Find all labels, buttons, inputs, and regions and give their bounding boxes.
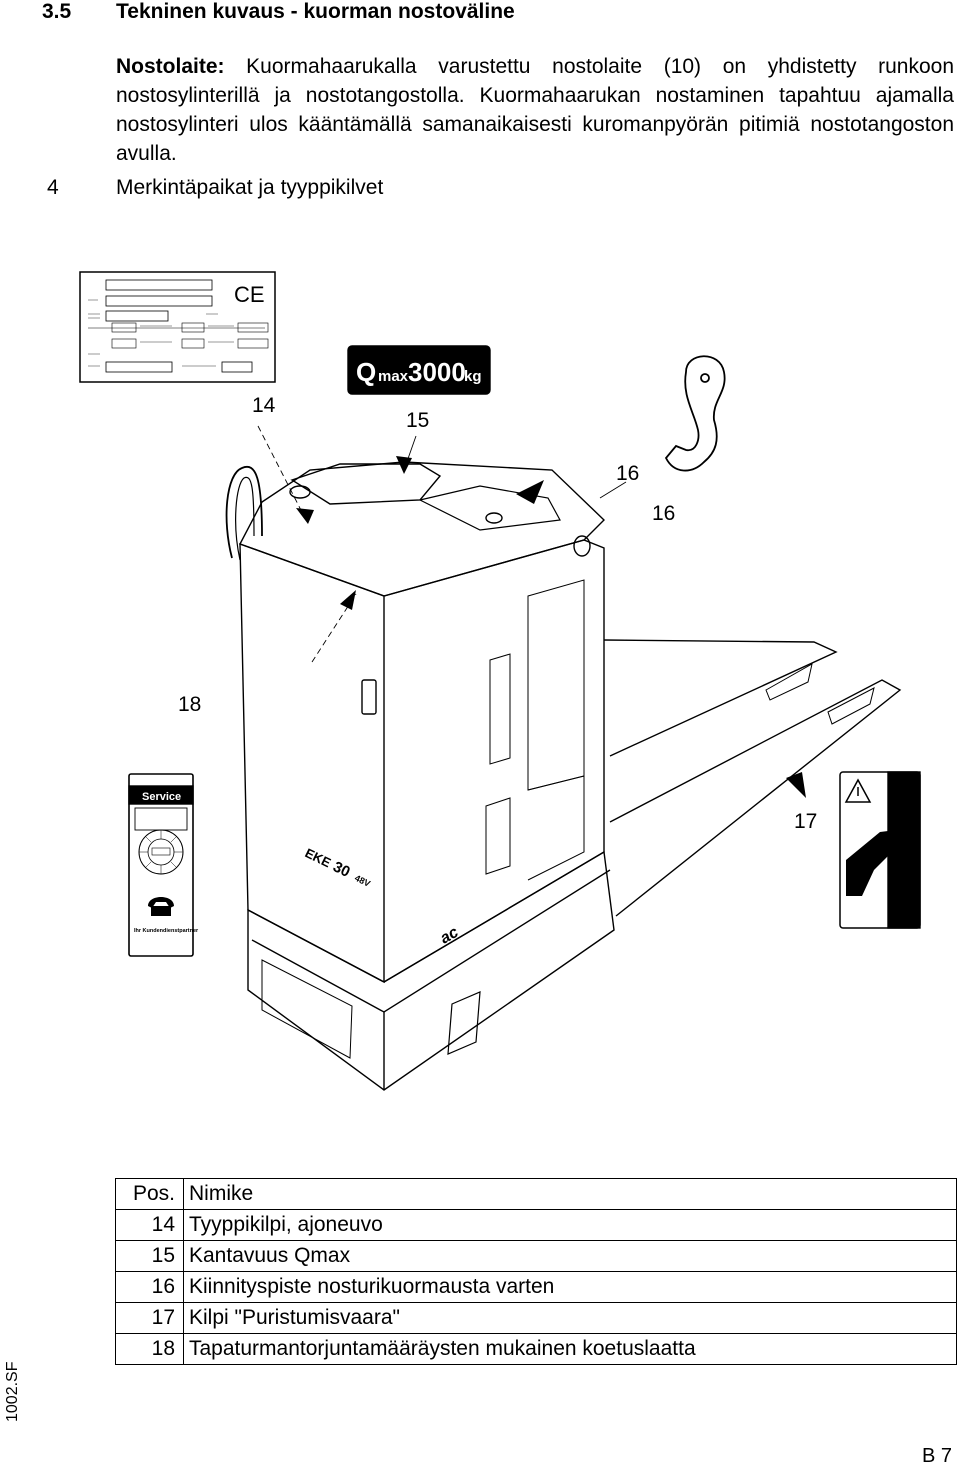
service-partner: Ihr Kundendienstpartner bbox=[134, 928, 199, 934]
legend-name: Kantavuus Qmax bbox=[183, 1240, 957, 1272]
service-plate bbox=[128, 773, 194, 957]
pinch-warning-plate bbox=[839, 771, 921, 929]
section4-number: 4 bbox=[47, 176, 59, 199]
legend-pos: 17 bbox=[115, 1302, 184, 1334]
legend-header-row: Pos. Nimike bbox=[115, 1178, 957, 1210]
section-title: Tekninen kuvaus - kuorman nostoväline bbox=[116, 0, 515, 23]
table-row: 14 Tyyppikilpi, ajoneuvo bbox=[115, 1209, 957, 1241]
section-number: 3.5 bbox=[42, 0, 72, 23]
paragraph-lead: Nostolaite: bbox=[116, 55, 225, 78]
document-code: 1002.SF bbox=[4, 1361, 21, 1422]
truck-logo: ac bbox=[438, 924, 462, 948]
qmax-unit: kg bbox=[464, 368, 482, 385]
legend-name: Kilpi "Puristumisvaara" bbox=[183, 1302, 957, 1334]
paragraph-body: Kuormahaarukalla varustettu nostolaite (… bbox=[116, 55, 954, 165]
legend-name: Tyyppikilpi, ajoneuvo bbox=[183, 1209, 957, 1241]
qmax-value: 3000 bbox=[408, 357, 466, 387]
callout-17: 17 bbox=[794, 810, 818, 833]
truck-voltage: 48V bbox=[353, 873, 372, 889]
description-paragraph: Nostolaite: Kuormahaarukalla varustettu … bbox=[116, 52, 954, 168]
truck-drawing bbox=[225, 425, 902, 1091]
callout-14: 14 bbox=[252, 394, 276, 417]
truck-model: EKE bbox=[303, 845, 334, 870]
legend-header-pos: Pos. bbox=[115, 1178, 184, 1210]
legend-pos: 15 bbox=[115, 1240, 184, 1272]
section4-title: Merkintäpaikat ja tyyppikilvet bbox=[116, 176, 384, 199]
ce-mark: CE bbox=[234, 282, 265, 307]
warning-triangle-icon bbox=[844, 778, 872, 803]
hand-icon bbox=[846, 830, 896, 896]
legend-pos: 18 bbox=[115, 1333, 184, 1365]
callout-15: 15 bbox=[406, 409, 430, 432]
callout-16a: 16 bbox=[616, 462, 640, 485]
legend-pos: 16 bbox=[115, 1271, 184, 1303]
callout-18: 18 bbox=[178, 693, 202, 716]
callout-16b: 16 bbox=[652, 502, 676, 525]
legend-header-name: Nimike bbox=[183, 1178, 957, 1210]
qmax-max: max bbox=[378, 368, 409, 385]
table-row: 18 Tapaturmantorjuntamääräysten mukainen… bbox=[115, 1333, 957, 1365]
table-row: 15 Kantavuus Qmax bbox=[115, 1240, 957, 1272]
page-number: B 7 bbox=[921, 1445, 952, 1467]
service-label: Service bbox=[142, 791, 181, 803]
hook-icon bbox=[664, 355, 726, 472]
legend-name: Kiinnityspiste nosturikuormausta varten bbox=[183, 1271, 957, 1303]
table-row: 17 Kilpi "Puristumisvaara" bbox=[115, 1302, 957, 1334]
legend-table: Pos. Nimike 14 Tyyppikilpi, ajoneuvo 15 … bbox=[115, 1178, 957, 1365]
legend-pos: 14 bbox=[115, 1209, 184, 1241]
truck-model-number: 30 bbox=[330, 858, 352, 881]
type-plate bbox=[79, 271, 276, 383]
qmax-q: Q bbox=[356, 357, 376, 387]
legend-name: Tapaturmantorjuntamääräysten mukainen ko… bbox=[183, 1333, 957, 1365]
table-row: 16 Kiinnityspiste nosturikuormausta vart… bbox=[115, 1271, 957, 1303]
